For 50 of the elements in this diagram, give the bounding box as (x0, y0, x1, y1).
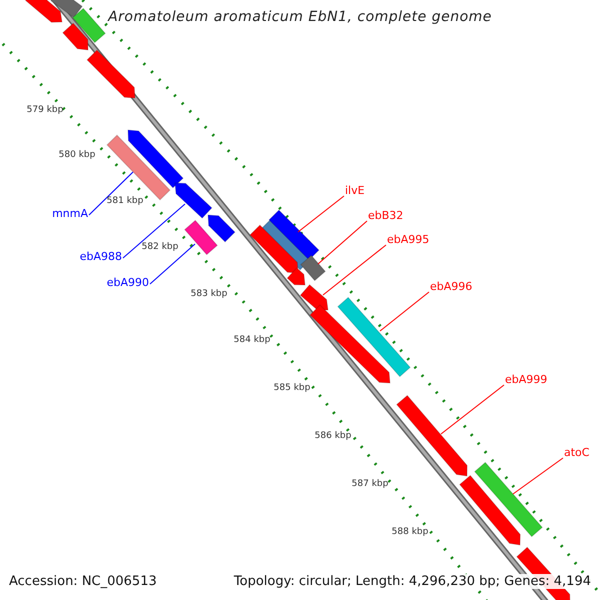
gene-block (207, 214, 236, 243)
gene-bar (184, 220, 218, 256)
gene-label: mnmA (52, 207, 88, 220)
gene-label: ilvE (345, 184, 365, 197)
scale-label: 579 kbp (26, 105, 64, 115)
scale-label: 580 kbp (58, 150, 96, 160)
gene-label: atoC (564, 446, 590, 459)
genome-info-text: Topology: circular; Length: 4,296,230 bp; Genes: 4,194 (234, 574, 591, 589)
leader-line (512, 458, 564, 494)
gene-block (286, 267, 306, 286)
gene-label: ebA995 (387, 233, 430, 246)
leader-line (150, 244, 196, 284)
gene-block (396, 394, 468, 477)
gene-bar (50, 0, 83, 18)
scale-label: 587 kbp (352, 479, 388, 489)
leader-line (122, 204, 186, 258)
gene-label: ebA999 (505, 373, 548, 386)
gene-bar (300, 254, 326, 282)
gene-bar (337, 296, 411, 378)
gene-block (127, 129, 184, 188)
gene-label: ebA996 (430, 280, 472, 293)
gene-block (249, 224, 299, 274)
gene-block (309, 304, 391, 384)
gene-block (300, 284, 329, 310)
gene-bar (268, 209, 320, 261)
gene-label: ebA988 (80, 250, 122, 263)
gene-label: ebB32 (368, 209, 404, 222)
leader-line (298, 196, 344, 232)
scale-label: 583 kbp (190, 289, 228, 299)
gene-block (24, 0, 63, 23)
gene-block (62, 22, 89, 51)
scale-label: 586 kbp (314, 431, 352, 441)
scale-label: 581 kbp (106, 196, 144, 206)
leader-line (318, 220, 368, 264)
gene-bar (72, 8, 106, 44)
scale-label: 584 kbp (234, 335, 270, 345)
gene-label: ebA990 (106, 276, 149, 289)
leader-line (380, 292, 430, 332)
leader-line (88, 172, 134, 216)
map-title: Aromatoleum aromaticum EbN1, complete genome (108, 9, 492, 25)
gene-block (86, 49, 136, 99)
gene-block (174, 182, 212, 219)
gene-block (459, 474, 521, 546)
leader-line (440, 384, 504, 434)
leader-line (322, 244, 386, 296)
scale-label: 588 kbp (392, 527, 428, 537)
scale-label: 585 kbp (274, 383, 310, 393)
gene-bar (474, 462, 543, 538)
scale-label: 582 kbp (142, 242, 178, 252)
accession-text: Accession: NC_006513 (9, 574, 157, 589)
